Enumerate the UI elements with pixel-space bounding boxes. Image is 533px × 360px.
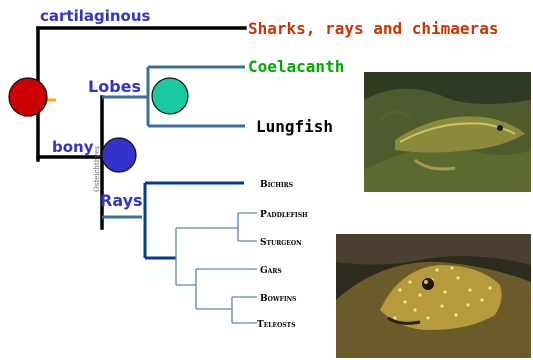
gars-taxon-label: Gars (260, 266, 282, 276)
paddlefish-taxon-label: Paddlefish (260, 210, 308, 220)
bony-node (102, 138, 136, 172)
branches-rays (145, 183, 244, 258)
osteichthyes-label: Osteichthyes (93, 146, 101, 192)
lobes-node (152, 78, 188, 114)
rays-label: Rays (100, 191, 143, 210)
bowfins-taxon-label: Bowfins (260, 294, 296, 304)
branches-thin (176, 213, 257, 323)
lungfish-taxon-label: Lungfish (256, 117, 333, 136)
root-node (9, 78, 47, 116)
teleost-photo (336, 234, 531, 358)
bichirs-taxon-label: Bichirs (260, 180, 293, 190)
sharks-taxon-label: Sharks, rays and chimaeras (248, 19, 498, 38)
lungfish-photo (364, 72, 531, 192)
bony-label: bony (52, 138, 94, 156)
coelacanth-taxon-label: Coelacanth (248, 57, 344, 76)
sturgeon-taxon-label: Sturgeon (260, 238, 302, 248)
cartilaginous-label: cartilaginous (40, 7, 151, 25)
lobes-label: Lobes (88, 77, 141, 96)
teleosts-taxon-label: Teleosts (257, 320, 295, 330)
